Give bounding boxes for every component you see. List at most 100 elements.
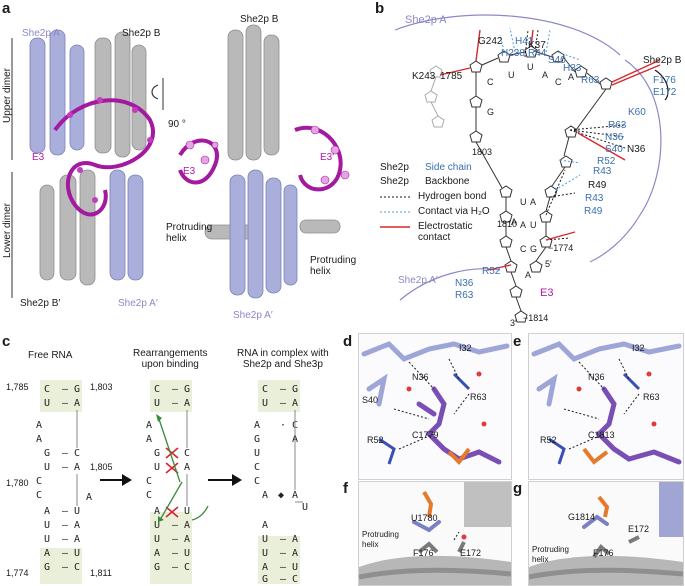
c-title-complex: RNA in complex with She2p and She3p	[237, 348, 329, 370]
svg-text:–: –	[62, 462, 69, 473]
g-res-f176: F176	[593, 548, 614, 558]
svg-text:A: A	[530, 197, 536, 207]
g-res-g1814: G1814	[568, 512, 596, 522]
svg-text:–: –	[280, 534, 287, 545]
b-res-e172: E172	[653, 87, 677, 98]
label-upper-dimer: Upper dimer	[2, 67, 14, 124]
svg-text:A: A	[568, 72, 574, 82]
svg-text:U: U	[74, 506, 80, 517]
b-res-r52: R52	[597, 156, 616, 167]
svg-text:A: A	[36, 420, 42, 431]
e-res-r63: R63	[643, 392, 660, 402]
svg-text:G: G	[154, 448, 160, 459]
svg-text:U: U	[508, 70, 515, 80]
panel-label-f: f	[343, 480, 348, 497]
svg-text:A: A	[36, 434, 42, 445]
panel-c-diagram: C–G U–A AA G–C U–A CC A–U U–A U–A A–U G–…	[36, 380, 308, 585]
svg-text:U: U	[44, 462, 50, 473]
svg-text:A: A	[292, 548, 298, 559]
svg-text:A: A	[74, 520, 80, 531]
d-res-i32: I32	[459, 343, 472, 353]
b-res-r49: R49	[584, 206, 603, 217]
panel-label-a: a	[2, 0, 11, 17]
label-she2p-b-left: She2p B	[122, 28, 161, 39]
svg-text:G: G	[530, 244, 537, 254]
svg-text:C: C	[184, 448, 190, 459]
svg-text:–: –	[172, 384, 179, 395]
svg-text:A: A	[86, 492, 92, 503]
b-res-h41: H41	[515, 36, 534, 47]
svg-text:U: U	[262, 534, 268, 545]
svg-text:–: –	[172, 520, 179, 531]
svg-text:U: U	[520, 197, 527, 207]
b-res-r63-top: R63	[581, 75, 600, 86]
f-res-f176: F176	[413, 548, 434, 558]
svg-text:◆: ◆	[278, 490, 284, 501]
svg-text:G: G	[74, 384, 80, 395]
svg-text:A: A	[146, 434, 152, 445]
svg-text:–: –	[280, 562, 287, 573]
svg-text:–: –	[62, 520, 69, 531]
svg-text:G: G	[487, 107, 494, 117]
legend-hbond: Hydrogen bond	[418, 191, 487, 202]
svg-text:A: A	[74, 462, 80, 473]
b-res-k60: K60	[628, 107, 646, 118]
b-res-k37: K37	[528, 40, 546, 51]
svg-text:A: A	[262, 562, 268, 573]
b-num-1803: 1803	[472, 147, 493, 157]
svg-text:C: C	[146, 476, 152, 487]
label-rotation: 90 °	[168, 119, 186, 130]
svg-text:A: A	[262, 520, 268, 531]
svg-text:C: C	[184, 562, 190, 573]
svg-text:A: A	[520, 220, 526, 230]
c-num-1785: 1,785	[6, 382, 29, 392]
panel-g-image	[528, 481, 684, 586]
svg-text:U: U	[154, 520, 160, 531]
legend-side-chain: Side chain	[425, 162, 472, 173]
panel-d-image	[358, 333, 512, 480]
svg-text:·: ·	[280, 420, 286, 431]
panel-label-g: g	[513, 480, 523, 497]
svg-text:A: A	[74, 534, 80, 545]
panel-label-d: d	[343, 333, 353, 350]
svg-text:U: U	[292, 562, 298, 573]
svg-text:G: G	[44, 448, 50, 459]
b-res-h33: H33	[563, 63, 582, 74]
legend-water: Contact via H₂O	[418, 206, 490, 217]
svg-text:A: A	[542, 70, 548, 80]
svg-text:U: U	[154, 398, 160, 409]
label-she2p-a-prime-right: She2p A′	[233, 310, 273, 321]
svg-text:C: C	[44, 384, 50, 395]
svg-text:A: A	[511, 217, 517, 227]
e-res-c1813: C1813	[588, 430, 615, 440]
svg-text:G: G	[292, 384, 298, 395]
f-protruding-helix: Protruding helix	[362, 530, 399, 549]
svg-text:G: G	[154, 562, 160, 573]
c-num-1811: 1,811	[90, 568, 112, 578]
svg-text:G: G	[254, 434, 260, 445]
b-res-r44: R44	[528, 48, 547, 59]
svg-text:–: –	[62, 548, 69, 559]
svg-text:A: A	[154, 548, 160, 559]
svg-text:C: C	[254, 476, 260, 487]
svg-text:A: A	[262, 490, 268, 501]
svg-text:U: U	[262, 398, 268, 409]
b-res-r63-bottom: R63	[455, 290, 474, 301]
svg-text:U: U	[154, 534, 160, 545]
b-res-r49-bb: R49	[588, 180, 607, 191]
panel-e-image	[528, 333, 684, 480]
label-protruding-helix-right: Protruding helix	[310, 255, 357, 277]
b-five-prime: 5′	[545, 259, 552, 269]
panel-label-c: c	[2, 333, 11, 350]
b-res-n36-bottom: N36	[455, 278, 474, 289]
svg-text:U: U	[302, 502, 308, 513]
svg-text:C: C	[154, 384, 160, 395]
b-label-she2p-b: She2p B	[643, 55, 682, 66]
label-she2p-b-prime: She2p B′	[20, 298, 61, 309]
svg-text:–: –	[62, 534, 69, 545]
label-lower-dimer: Lower dimer	[2, 202, 14, 259]
b-res-r43: R43	[593, 166, 612, 177]
g-res-e172: E172	[628, 524, 650, 534]
svg-text:U: U	[154, 462, 160, 473]
svg-text:C: C	[146, 490, 152, 501]
